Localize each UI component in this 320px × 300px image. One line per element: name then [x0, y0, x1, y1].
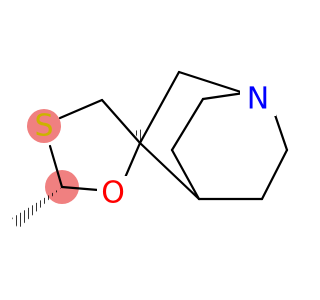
bond-c2-o — [60, 185, 100, 192]
bond-s-ch2 — [58, 98, 104, 120]
methyl-hashed-bond — [12, 187, 62, 229]
oxygen-label-bg — [97, 176, 129, 210]
bond-s-c2 — [48, 144, 64, 189]
nitrogen-label: N — [247, 82, 269, 117]
bond-n-c6 — [201, 91, 246, 101]
bond-spiro-c3 — [138, 70, 181, 145]
bond-c8-c9 — [260, 148, 289, 201]
bond-c3-n — [177, 70, 246, 95]
bond-c7-c4 — [170, 148, 201, 201]
bond-c6-c7 — [170, 97, 205, 152]
molecule-canvas: N S O — [12, 70, 289, 229]
bond-o-spiro — [122, 141, 142, 182]
oxygen-label: O — [101, 176, 125, 211]
molecule-structure: N S O — [12, 70, 289, 229]
bond-ch2-spiro — [100, 98, 142, 145]
bond-spiro-c4 — [138, 141, 201, 201]
sulfur-label: S — [34, 109, 53, 144]
nitrogen-label-bg — [240, 82, 276, 116]
sulfur-highlight — [27, 109, 61, 143]
